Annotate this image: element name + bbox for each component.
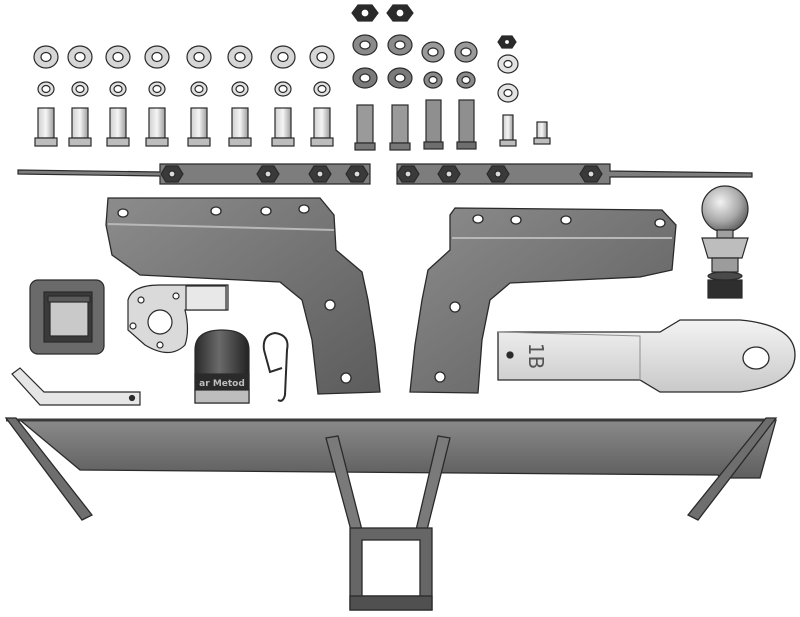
hardware-row bbox=[33, 4, 551, 151]
washer-group-7 bbox=[270, 45, 296, 147]
hex-nut-1 bbox=[351, 4, 379, 22]
washer-group-6 bbox=[227, 45, 253, 147]
hex-nut-2 bbox=[386, 4, 414, 22]
large-washer-group-1 bbox=[352, 34, 378, 151]
side-bracket-left bbox=[105, 197, 381, 395]
socket-mounting-plate bbox=[127, 284, 229, 354]
large-washer-group-4 bbox=[454, 41, 478, 150]
washer-group-1 bbox=[33, 45, 59, 147]
hitch-pin bbox=[11, 367, 141, 406]
reinforcement-strip-left bbox=[17, 163, 371, 185]
reinforcement-strip-right bbox=[396, 163, 753, 185]
tow-ball-cover: ar Metod bbox=[194, 329, 250, 404]
receiver-cap bbox=[29, 279, 105, 355]
washer-group-4 bbox=[144, 45, 170, 147]
drawbar-stamp: 1B bbox=[524, 343, 548, 369]
ball-mount-drawbar: 1B bbox=[497, 319, 796, 393]
tow-ball bbox=[701, 185, 749, 299]
washer-group-8 bbox=[309, 45, 335, 147]
hitch-pin-clip bbox=[262, 331, 289, 402]
cover-text: ar Metod bbox=[199, 379, 245, 389]
large-washer-group-3 bbox=[421, 41, 445, 150]
washer-group-3 bbox=[105, 45, 131, 147]
washer-group-5 bbox=[186, 45, 212, 147]
side-bracket-right bbox=[409, 207, 677, 394]
large-washer-group-2 bbox=[387, 34, 413, 151]
main-crossbar-receiver bbox=[4, 417, 778, 611]
small-hardware-group bbox=[497, 35, 551, 147]
washer-group-2 bbox=[67, 45, 93, 147]
